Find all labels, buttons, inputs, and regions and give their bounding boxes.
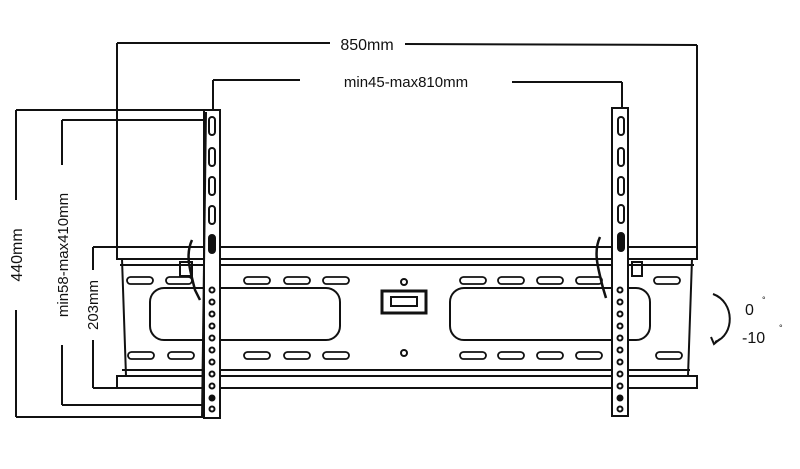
vesa-vertical-dimension [61,119,205,406]
tilt-lower-degree: ° [779,323,783,333]
wall-plate-height-dimension [92,246,120,389]
tilt-arrow-icon [710,293,731,346]
tilt-upper-degree: ° [762,295,766,305]
overall-height-label: 440mm [9,228,26,281]
vesa-vertical-label: min58-max410mm [55,193,72,317]
wall-plate-height-label: 203mm [85,280,102,330]
overall-width-label: 850mm [340,37,393,54]
overall-height-dimension [15,109,205,418]
right-vertical-arm [595,107,643,417]
overall-width-dimension [116,42,698,250]
tilt-upper-label: 0 [745,302,754,319]
vesa-horizontal-label: min45-max810mm [344,74,468,91]
tilt-lower-label: -10 [742,330,765,347]
left-vertical-arm [179,109,221,419]
